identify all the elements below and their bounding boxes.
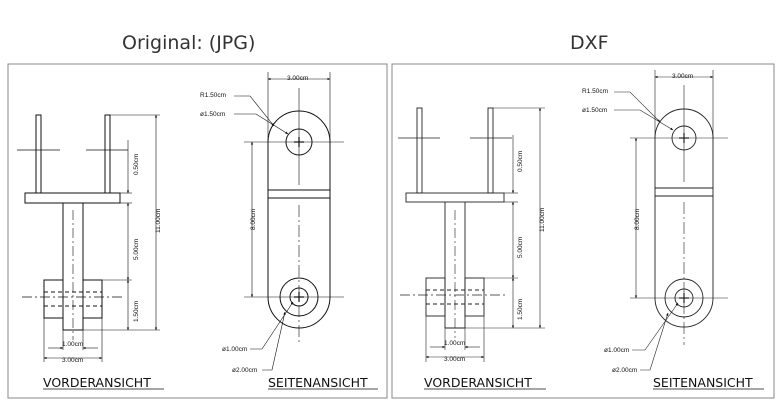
front-view [398, 107, 545, 362]
dim-side-width: 3.00cm [287, 75, 308, 82]
dim-side-radius: R1.50cm [200, 92, 226, 99]
dim-inner: 1.00cm [62, 341, 83, 348]
dim-side-length: 8.00cm [634, 209, 641, 230]
front-view [17, 114, 160, 362]
dim-lower: 1.50cm [133, 301, 140, 322]
dim-side-width: 3.00cm [672, 73, 693, 80]
dim-upper: 0.50cm [517, 151, 524, 172]
dim-side-hole-bottom: ø1.00cm [222, 346, 247, 353]
dim-side-radius: R1.50cm [582, 88, 608, 95]
panel-original: 11.00cm 0.50cm 5.00cm 1.50cm 1.00cm 3.00… [7, 63, 388, 399]
dim-total: 11.00cm [539, 208, 546, 232]
dim-side-boss: ø2.00cm [232, 367, 257, 374]
caption-front-view: VORDERANSICHT [43, 375, 151, 390]
panel-dxf: 11.00cm 0.50cm 5.00cm 1.50cm 1.00cm 3.00… [391, 63, 775, 399]
dim-middle: 5.00cm [517, 237, 524, 258]
panel-frame [7, 63, 388, 399]
side-view [614, 70, 728, 371]
heading-dxf: DXF [570, 32, 609, 54]
dim-lower: 1.50cm [517, 299, 524, 320]
dim-side-hole-bottom: ø1.00cm [604, 347, 629, 354]
dim-middle: 5.00cm [133, 239, 140, 260]
caption-front-view: VORDERANSICHT [424, 375, 532, 390]
dim-outer: 3.00cm [62, 357, 83, 364]
dim-outer: 3.00cm [444, 356, 465, 363]
side-view [234, 72, 344, 371]
heading-original: Original: (JPG) [122, 32, 256, 54]
dim-side-boss: ø2.00cm [612, 367, 637, 374]
dim-side-hole-top: ø1.50cm [200, 111, 225, 118]
caption-side-view: SEITENANSICHT [653, 375, 753, 390]
dim-upper: 0.50cm [133, 154, 140, 175]
dim-side-length: 8.00cm [250, 209, 257, 230]
caption-side-view: SEITENANSICHT [268, 375, 368, 390]
panel-frame [391, 63, 775, 399]
dim-total: 11.00cm [155, 209, 162, 233]
dim-side-hole-top: ø1.50cm [582, 107, 607, 114]
dim-inner: 1.00cm [444, 340, 465, 347]
